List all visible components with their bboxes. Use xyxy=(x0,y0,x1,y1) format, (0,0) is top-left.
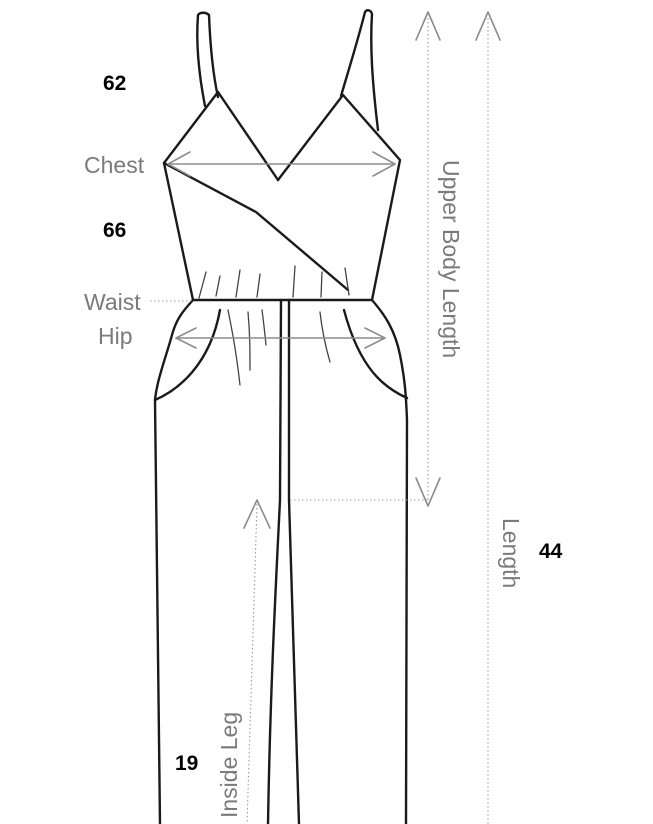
length-arrow xyxy=(475,11,501,824)
inside-leg-arrow xyxy=(243,499,271,824)
value-66: 66 xyxy=(103,219,126,242)
upper-body-length-arrow xyxy=(290,11,441,507)
upper-body-length-label: Upper Body Length xyxy=(438,160,464,358)
value-19: 19 xyxy=(175,752,198,775)
trousers xyxy=(153,298,409,824)
waistband xyxy=(191,265,374,302)
hip-label: Hip xyxy=(98,323,133,349)
waist-label: Waist xyxy=(84,289,141,315)
value-62: 62 xyxy=(103,72,126,95)
hip-measure xyxy=(175,327,386,349)
chest-label: Chest xyxy=(84,152,145,178)
value-44: 44 xyxy=(539,540,563,563)
length-label: Length xyxy=(498,518,524,588)
chest-measure xyxy=(167,151,396,177)
straps xyxy=(196,9,380,132)
inside-leg-label: Inside Leg xyxy=(216,712,242,818)
bodice xyxy=(162,90,402,302)
